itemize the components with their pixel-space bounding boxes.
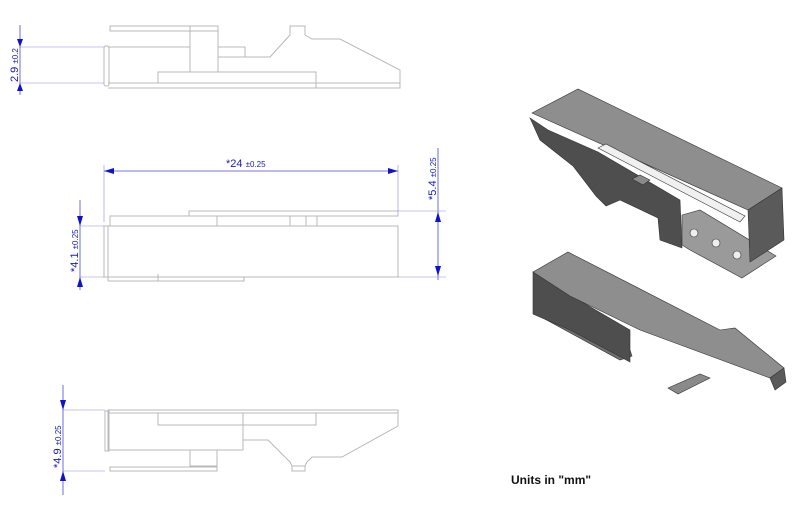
dim-value: *5.4 [427, 180, 439, 200]
svg-text:*24 ±0.25: *24 ±0.25 [226, 158, 266, 170]
svg-text:*4.9 ±0.25: *4.9 ±0.25 [52, 425, 64, 468]
dimension-bottom-view-height: *4.9 ±0.25 [52, 385, 105, 495]
dim-tolerance: ±0.25 [54, 425, 63, 446]
dim-value: *4.1 [69, 252, 81, 272]
dim-tolerance: ±0.25 [71, 229, 80, 250]
dimension-body-height: *4.1 ±0.25 [69, 200, 104, 290]
dimension-total-height: *5.4 ±0.25 [398, 148, 446, 280]
side-view [103, 210, 399, 282]
svg-text:2.9 ±0.2: 2.9 ±0.2 [9, 48, 21, 82]
dimension-top-view-height: 2.9 ±0.2 [9, 25, 104, 95]
dim-tolerance: ±0.25 [429, 157, 438, 178]
svg-text:*5.4 ±0.25: *5.4 ±0.25 [427, 157, 439, 200]
dim-value: 2.9 [9, 67, 21, 82]
isometric-view-lower-part [532, 251, 787, 395]
dim-tolerance: ±0.25 [246, 160, 267, 169]
dim-value: *24 [226, 158, 243, 170]
isometric-view-upper-part [529, 88, 785, 279]
dimension-length: *24 ±0.25 [103, 158, 399, 222]
dim-tolerance: ±0.2 [11, 48, 20, 64]
svg-text:*4.1 ±0.25: *4.1 ±0.25 [69, 229, 81, 272]
units-note: Units in "mm" [511, 473, 592, 487]
dim-value: *4.9 [52, 448, 64, 468]
bottom-view [104, 409, 399, 472]
top-view [103, 25, 401, 89]
